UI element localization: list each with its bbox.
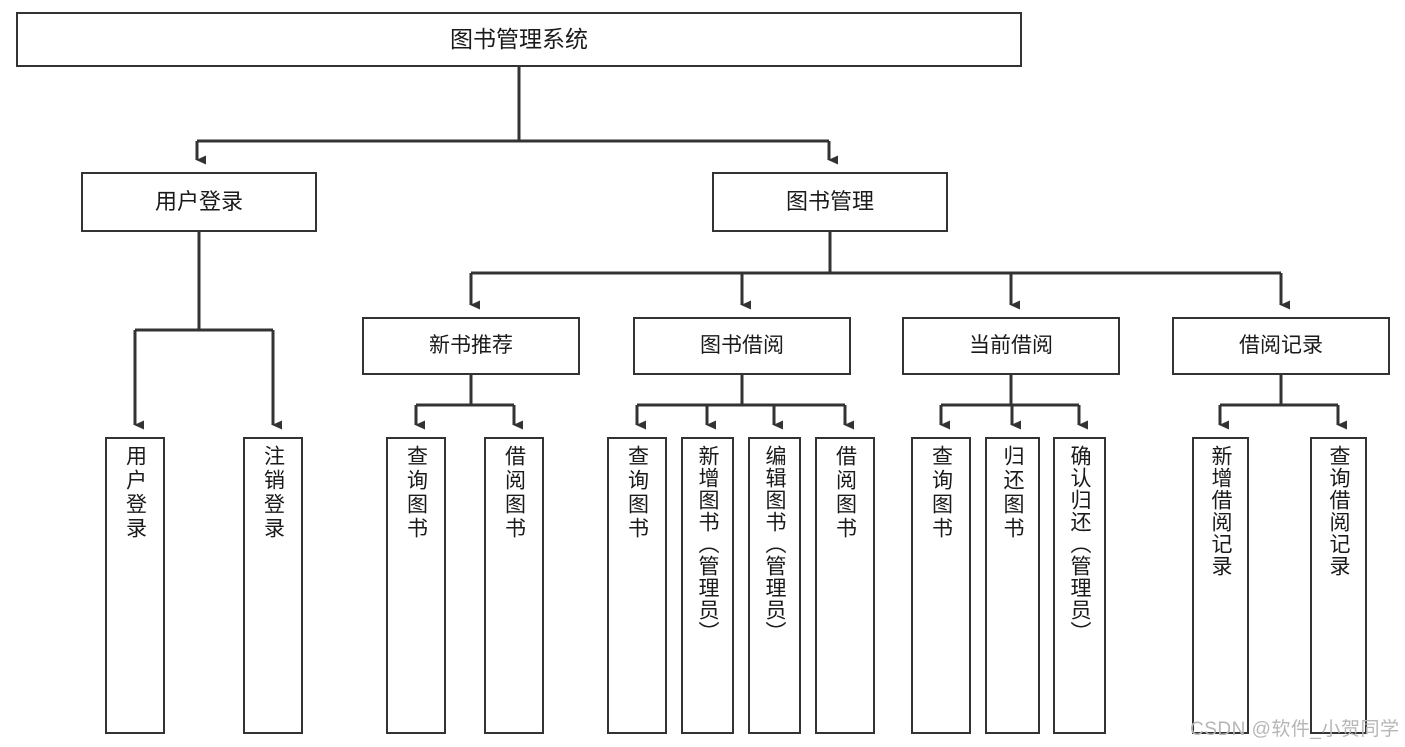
node-book-manage[interactable]: 图书管理 <box>712 172 948 232</box>
node-leaf-borrow-book-rec[interactable]: 借阅图书 <box>484 437 544 734</box>
node-label: 查询图书 <box>625 445 649 541</box>
node-leaf-user-logout[interactable]: 注销登录 <box>243 437 303 734</box>
trunk-connector <box>195 67 838 165</box>
node-leaf-query-book-rec[interactable]: 查询图书 <box>386 437 446 734</box>
node-new-book-rec[interactable]: 新书推荐 <box>362 317 580 375</box>
node-label: 用户登录 <box>123 445 147 541</box>
node-label: 编辑图书（管理员） <box>763 445 786 643</box>
node-leaf-add-book[interactable]: 新增图书（管理员） <box>681 437 734 734</box>
node-label: 借阅图书 <box>502 445 526 541</box>
node-borrow-record[interactable]: 借阅记录 <box>1172 317 1390 375</box>
node-label: 新增借阅记录 <box>1209 445 1232 577</box>
book-borrow-connector <box>635 375 854 430</box>
book-manage-connector <box>469 232 1290 310</box>
node-leaf-borrow-book[interactable]: 借阅图书 <box>815 437 875 734</box>
borrow-record-connector <box>1218 375 1347 430</box>
csdn-watermark: CSDN @软件_小贺同学 <box>1190 719 1400 740</box>
node-label: 注销登录 <box>261 445 285 541</box>
node-leaf-query-book-current[interactable]: 查询图书 <box>911 437 971 734</box>
node-label: 查询图书 <box>929 445 953 541</box>
user-login-connector <box>133 232 282 430</box>
node-current-borrow[interactable]: 当前借阅 <box>902 317 1120 375</box>
node-label: 图书管理系统 <box>450 25 588 52</box>
node-book-borrow[interactable]: 图书借阅 <box>633 317 851 375</box>
node-leaf-edit-book[interactable]: 编辑图书（管理员） <box>748 437 801 734</box>
node-leaf-return-book[interactable]: 归还图书 <box>985 437 1040 734</box>
node-leaf-query-book-borrow[interactable]: 查询图书 <box>607 437 667 734</box>
node-label: 新书推荐 <box>429 333 513 357</box>
node-label: 归还图书 <box>1001 445 1024 541</box>
node-label: 图书借阅 <box>700 333 784 357</box>
node-label: 查询图书 <box>404 445 428 541</box>
node-label: 当前借阅 <box>969 333 1053 357</box>
node-label: 查询借阅记录 <box>1327 445 1350 577</box>
node-label: 借阅图书 <box>833 445 857 541</box>
new-book-rec-connector <box>414 375 523 430</box>
node-label: 图书管理 <box>785 189 874 215</box>
node-label: 确认归还（管理员） <box>1068 445 1091 643</box>
node-leaf-add-record[interactable]: 新增借阅记录 <box>1192 437 1249 734</box>
node-leaf-query-record[interactable]: 查询借阅记录 <box>1310 437 1367 734</box>
node-root-system[interactable]: 图书管理系统 <box>16 12 1022 67</box>
node-user-login[interactable]: 用户登录 <box>81 172 317 232</box>
node-label: 用户登录 <box>154 189 243 215</box>
node-leaf-user-login[interactable]: 用户登录 <box>105 437 165 734</box>
node-leaf-confirm-return[interactable]: 确认归还（管理员） <box>1053 437 1106 734</box>
node-label: 借阅记录 <box>1239 333 1323 357</box>
node-label: 新增图书（管理员） <box>696 445 719 643</box>
current-borrow-connector <box>939 375 1088 430</box>
